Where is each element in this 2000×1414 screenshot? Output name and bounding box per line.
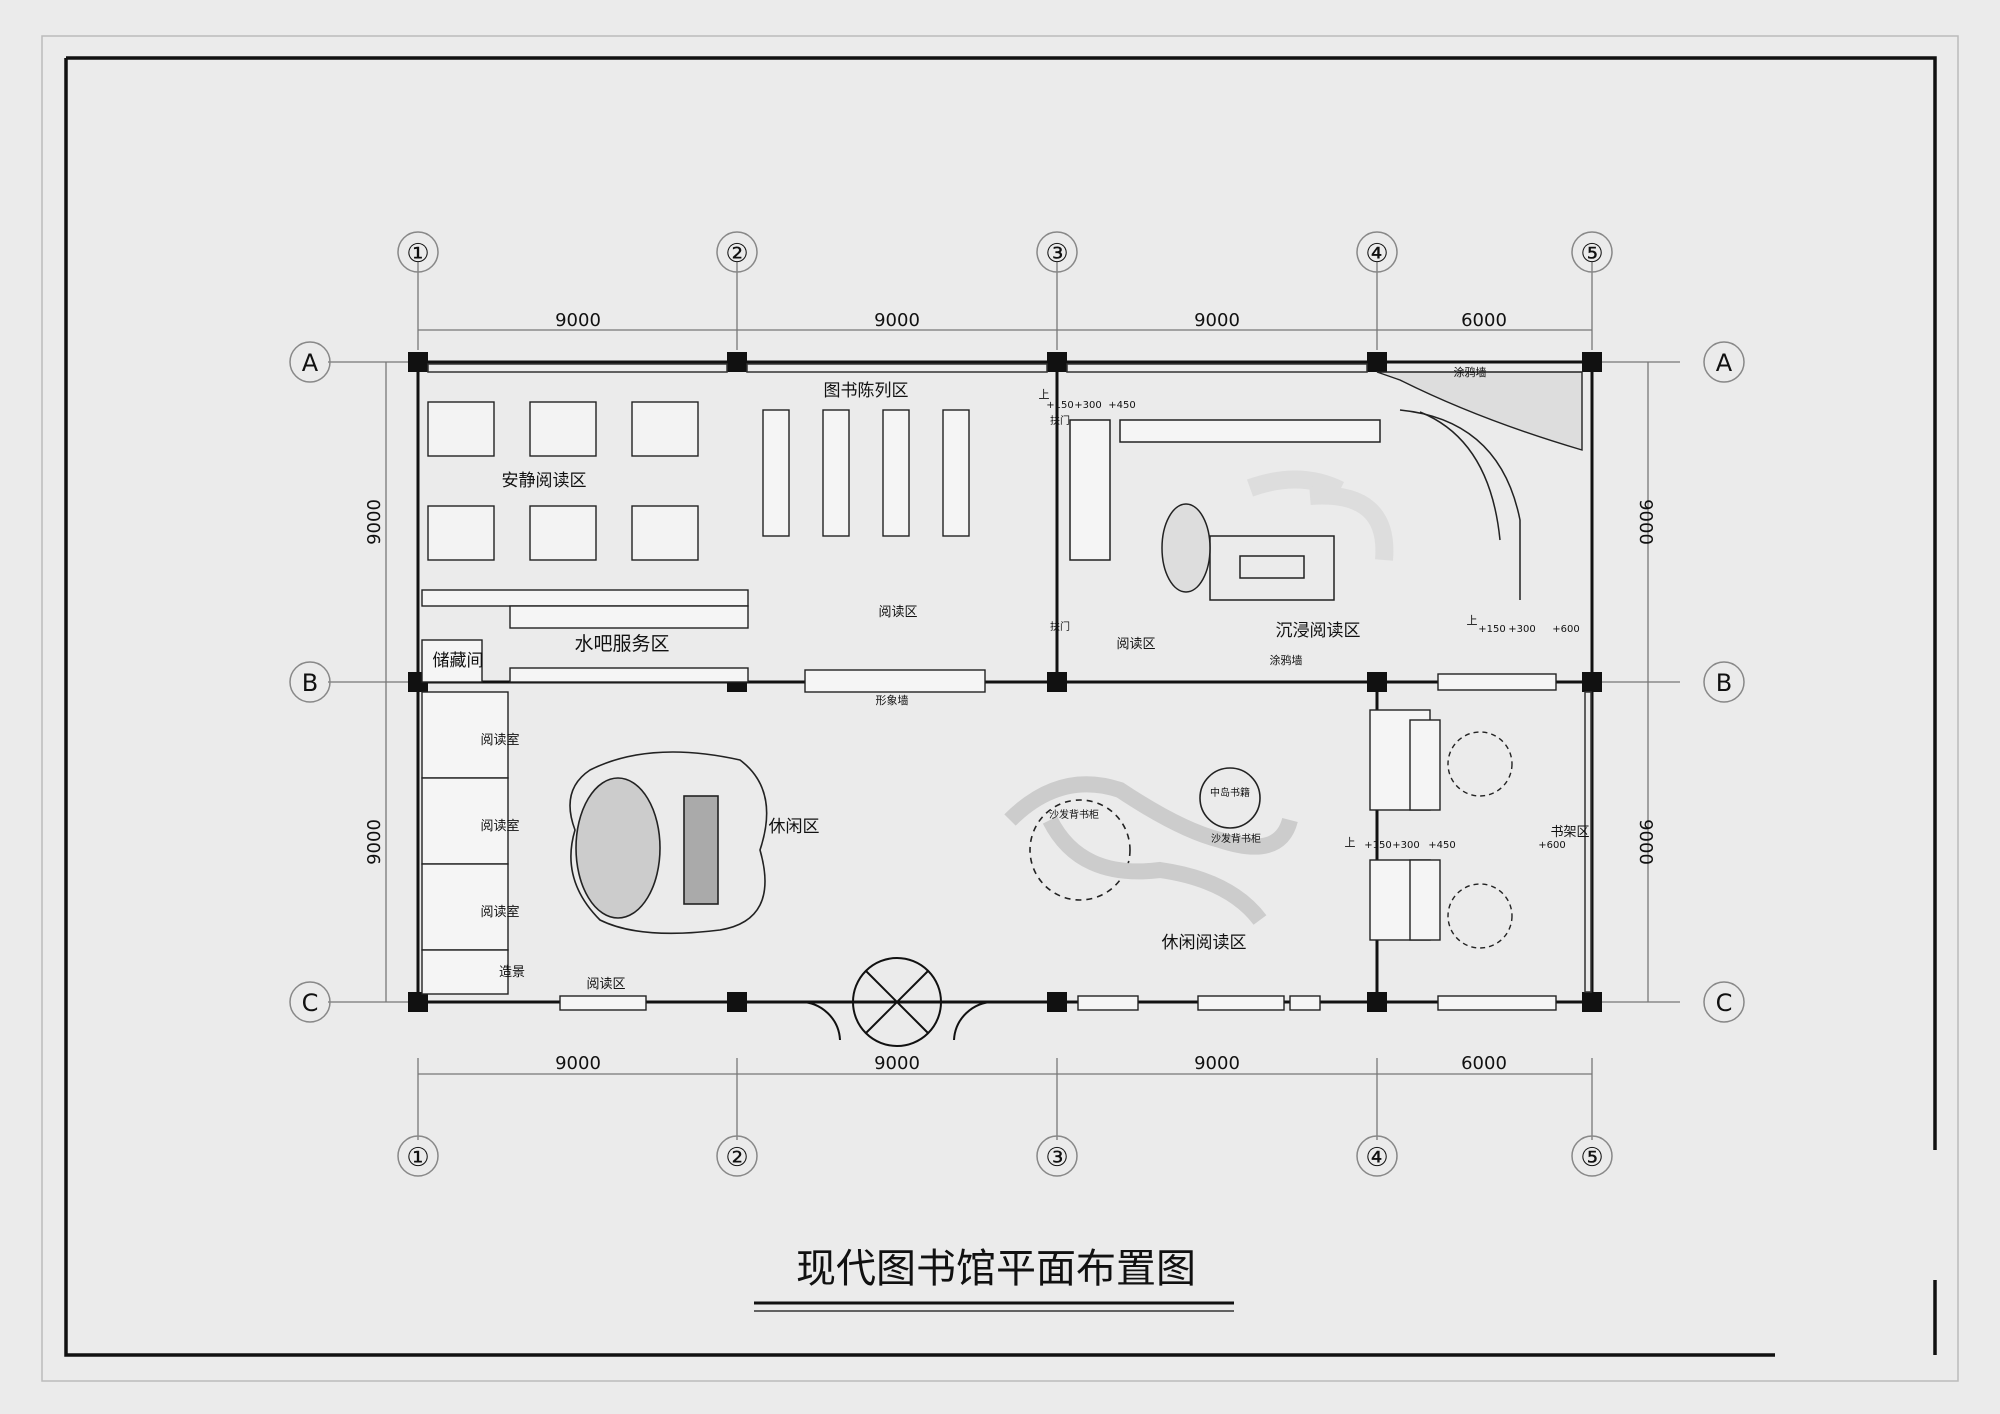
dim-top-4: 6000: [1461, 310, 1507, 331]
dim-bottom-4: 6000: [1461, 1053, 1507, 1074]
label-sofa-back-1: 沙发背书柜: [1049, 808, 1099, 821]
drawing-title: 现代图书馆平面布置图: [796, 1246, 1196, 1292]
immersive-reading-zone: [1069, 409, 1521, 601]
label-up-3: 上: [1345, 836, 1356, 849]
axis-col-2: ②: [725, 239, 748, 269]
dim-left-1: 9000: [364, 499, 385, 545]
label-reading-room-2: 阅读室: [480, 818, 519, 834]
title-frame: [64, 56, 1937, 1357]
label-up-1: 上: [1039, 388, 1050, 401]
label-reading-area-1: 阅读区: [878, 605, 917, 620]
bottom-benches: [559, 673, 1557, 1011]
room-labels: 安静阅读区 图书陈列区 水吧服务区 储藏间 阅读区 阅读区 阅读区 沉浸阅读区 …: [433, 365, 1590, 992]
dim-top-2: 9000: [874, 310, 920, 331]
level-300-b: +300: [1508, 624, 1535, 635]
label-bookshelf-area: 书架区: [1550, 825, 1589, 840]
axis-row-c-right: C: [1716, 989, 1733, 1017]
label-up-2: 上: [1467, 614, 1478, 627]
level-150-c: +150: [1364, 840, 1391, 851]
label-landscape: 造景: [499, 965, 525, 980]
label-reading-room-1: 阅读室: [480, 732, 519, 748]
window-strips: [427, 363, 1592, 993]
graffiti-wall-shape: [1376, 371, 1583, 451]
level-600-c: +600: [1538, 840, 1565, 851]
level-300-c: +300: [1392, 840, 1419, 851]
axis-col-1-bottom: ①: [406, 1143, 429, 1173]
level-150-b: +150: [1478, 624, 1505, 635]
axis-col-2-bottom: ②: [725, 1143, 748, 1173]
dim-left-2: 9000: [364, 819, 385, 865]
label-center-island: 中岛书籍: [1210, 786, 1250, 799]
axis-col-4: ④: [1365, 239, 1388, 269]
label-leisure: 休闲区: [769, 817, 820, 837]
display-shelves: [762, 409, 970, 537]
label-graffiti-wall-1: 涂鸦墙: [1454, 365, 1487, 379]
label-reading-room-3: 阅读室: [480, 904, 519, 920]
axis-row-b: B: [302, 669, 318, 697]
label-stairs-1: 扶门: [1050, 414, 1070, 427]
dim-right-2: 9000: [1635, 819, 1656, 865]
axis-row-b-right: B: [1716, 669, 1732, 697]
quiet-reading-tables: [427, 401, 699, 561]
label-reading-area-2: 阅读区: [1116, 637, 1155, 652]
dim-bottom-3: 9000: [1194, 1053, 1240, 1074]
axis-col-1: ①: [406, 239, 429, 269]
axis-col-3-bottom: ③: [1045, 1143, 1068, 1173]
level-450-a: +450: [1108, 400, 1135, 411]
leisure-zone: [569, 751, 1298, 935]
axis-col-5: ⑤: [1580, 239, 1603, 269]
label-storage: 储藏间: [433, 651, 484, 671]
reading-rooms: [421, 691, 509, 995]
label-sofa-back-2: 沙发背书柜: [1211, 832, 1261, 845]
dim-top-3: 9000: [1194, 310, 1240, 331]
axis-row-a-right: A: [1716, 349, 1733, 377]
label-immersive-reading: 沉浸阅读区: [1276, 621, 1361, 641]
label-quiet-reading: 安静阅读区: [502, 471, 587, 491]
axis-markers: [289, 231, 1745, 1177]
level-labels: +150 +300 +450 +150 +300 +600 +150 +300 …: [1046, 400, 1579, 851]
water-bar-counter: [421, 589, 986, 693]
level-300-a: +300: [1074, 400, 1101, 411]
dimension-labels: 9000 9000 9000 6000 9000 9000 9000 6000 …: [364, 310, 1656, 1074]
dim-right-1: 9000: [1635, 499, 1656, 545]
paper-border: [41, 35, 1959, 1382]
label-image-wall: 形象墙: [876, 693, 909, 707]
axis-row-a: A: [302, 349, 319, 377]
label-graffiti-wall-2: 涂鸦墙: [1270, 653, 1303, 667]
label-reading-area-3: 阅读区: [586, 977, 625, 992]
top-dimension-lines: [328, 262, 1680, 1140]
label-book-display: 图书陈列区: [824, 381, 909, 401]
axis-row-c: C: [302, 989, 319, 1017]
bookshelf-zone: [1369, 709, 1513, 949]
axis-labels: ① ② ③ ④ ⑤ ① ② ③ ④ ⑤ A B C A B C: [302, 239, 1733, 1173]
level-600-b: +600: [1552, 624, 1579, 635]
dim-bottom-1: 9000: [555, 1053, 601, 1074]
axis-col-5-bottom: ⑤: [1580, 1143, 1603, 1173]
axis-col-4-bottom: ④: [1365, 1143, 1388, 1173]
label-water-bar: 水吧服务区: [574, 633, 669, 655]
level-450-c: +450: [1428, 840, 1455, 851]
axis-col-3: ③: [1045, 239, 1068, 269]
label-stairs-2: 扶门: [1050, 620, 1070, 633]
entrance-door[interactable]: [799, 957, 995, 1047]
dim-bottom-2: 9000: [874, 1053, 920, 1074]
label-leisure-reading: 休闲阅读区: [1162, 933, 1247, 953]
dim-top-1: 9000: [555, 310, 601, 331]
level-150-a: +150: [1046, 400, 1073, 411]
